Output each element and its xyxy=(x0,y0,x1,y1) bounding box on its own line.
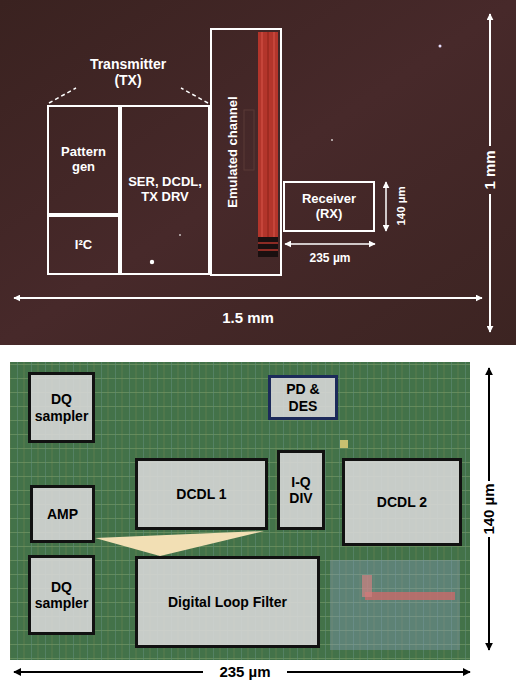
dimension-arrow xyxy=(14,297,482,299)
circuit-block: DQ sampler xyxy=(28,372,95,443)
block-label: Pattern gen xyxy=(51,145,116,175)
dimension-arrow xyxy=(385,182,387,231)
block-box: Receiver (RX) xyxy=(283,181,375,232)
dimension-arrow xyxy=(489,14,491,146)
layout-detail xyxy=(330,560,460,650)
group-bracket xyxy=(181,88,208,103)
dimension-label: 235 µm xyxy=(310,252,351,266)
dimension-label: 140 µm xyxy=(480,483,497,534)
block-label: Digital Loop Filter xyxy=(168,594,287,610)
channel-trace xyxy=(262,32,263,237)
dust-speck xyxy=(179,234,181,236)
block-label: I²C xyxy=(75,238,92,253)
dimension-arrow xyxy=(488,537,490,650)
dimension-arrow xyxy=(488,368,490,481)
layout-image xyxy=(10,362,470,660)
channel-pad xyxy=(258,237,278,257)
channel-detail xyxy=(244,110,254,170)
block-box: I²C xyxy=(47,215,120,275)
block-label: I-Q DIV xyxy=(281,474,321,506)
dust-speck xyxy=(439,45,442,48)
channel-pad xyxy=(258,242,278,244)
block-label: DQ sampler xyxy=(32,391,91,423)
circuit-block: DCDL 2 xyxy=(342,458,462,546)
circuit-block: DCDL 1 xyxy=(135,458,268,530)
block-label: DCDL 2 xyxy=(377,494,427,510)
wire-wedge xyxy=(95,531,264,556)
channel-pad xyxy=(258,249,278,251)
block-box: SER, DCDL, TX DRV xyxy=(120,105,210,275)
circuit-block: PD & DES xyxy=(268,375,338,420)
channel-box: Emulated channel xyxy=(210,28,282,276)
dimension-label: 140 µm xyxy=(395,186,408,225)
die-photo xyxy=(0,0,516,345)
dust-speck xyxy=(331,139,333,141)
channel-trace xyxy=(258,32,278,237)
block-box: Pattern gen xyxy=(47,105,120,215)
layout-detail xyxy=(362,575,372,597)
block-label: AMP xyxy=(47,506,78,522)
block-label: SER, DCDL, TX DRV xyxy=(124,175,206,205)
layout-detail xyxy=(365,592,455,600)
dimension-label: 1 mm xyxy=(481,150,498,189)
channel-trace xyxy=(268,32,269,237)
dimension-label: 1.5 mm xyxy=(222,309,274,326)
dimension-label: 235 µm xyxy=(219,663,270,680)
group-label: Transmitter (TX) xyxy=(78,56,178,88)
dimension-arrow xyxy=(285,243,375,245)
circuit-block: I-Q DIV xyxy=(277,450,325,530)
circuit-block: DQ sampler xyxy=(28,555,95,635)
circuit-block: Digital Loop Filter xyxy=(135,556,320,648)
dimension-arrow xyxy=(14,671,203,673)
channel-trace xyxy=(274,32,275,237)
group-bracket xyxy=(49,88,76,103)
dimension-arrow xyxy=(287,671,470,673)
circuit-block: AMP xyxy=(30,485,95,543)
block-label: DCDL 1 xyxy=(176,486,226,502)
block-label: Receiver (RX) xyxy=(287,192,371,222)
block-label: DQ sampler xyxy=(32,579,91,611)
dust-speck xyxy=(150,260,154,264)
block-label: Emulated channel xyxy=(223,34,243,270)
layout-detail xyxy=(340,440,348,448)
layout-image xyxy=(10,362,470,660)
dimension-arrow xyxy=(489,194,491,332)
block-label: PD & DES xyxy=(272,381,334,413)
